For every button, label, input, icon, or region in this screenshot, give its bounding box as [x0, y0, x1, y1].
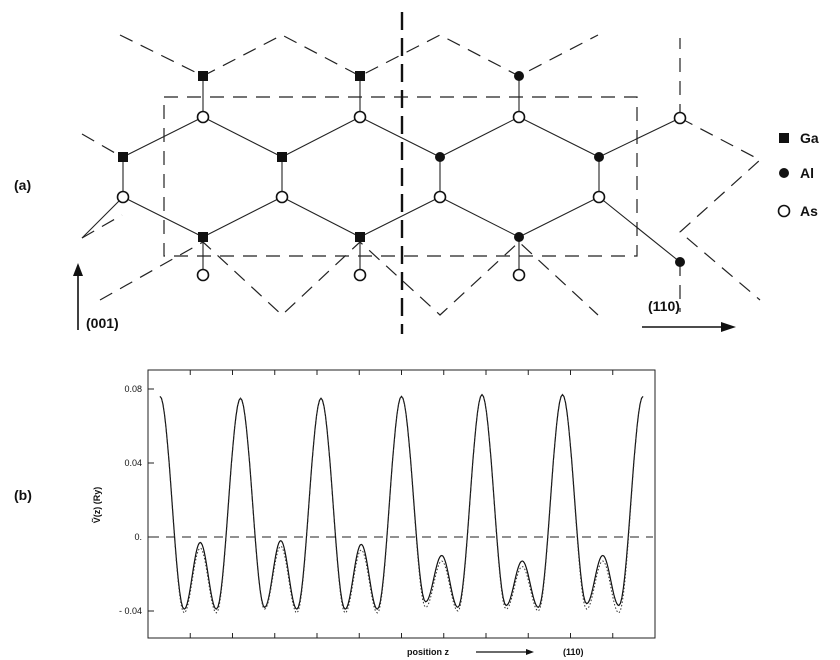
legend-al-label: Al [800, 165, 814, 181]
al-atom [435, 152, 445, 162]
axis-001-label: (001) [86, 315, 119, 331]
ga-atom [277, 152, 287, 162]
ga-atom [198, 71, 208, 81]
as-atom [592, 190, 606, 204]
as-atom [353, 110, 367, 124]
x-axis-label: position z [407, 647, 449, 657]
y-axis: 0.08 0.04 0. - 0.04 [119, 370, 614, 638]
panel-a: (a) [14, 12, 819, 334]
as-atom [512, 268, 526, 282]
series-2-line [159, 393, 644, 614]
ga-atoms [118, 71, 365, 242]
plot-frame [147, 369, 656, 639]
y-tick-label: 0.04 [124, 458, 142, 468]
as-atom [196, 110, 210, 124]
series-1-line [159, 393, 644, 610]
arrow-110: (110) [642, 298, 736, 332]
as-atom [433, 190, 447, 204]
x-axis-direction: (110) [563, 647, 584, 657]
panel-a-label: (a) [14, 177, 31, 193]
arrow-001: (001) [73, 263, 119, 331]
y-tick-label: - 0.04 [119, 606, 142, 616]
al-atom [514, 71, 524, 81]
unit-cell-box [163, 96, 638, 257]
as-atoms [116, 110, 687, 282]
y-tick-label: 0.08 [124, 384, 142, 394]
y-axis-label: Ṽ(z) (Ry) [92, 487, 102, 524]
al-atom [675, 257, 685, 267]
ga-atom [118, 152, 128, 162]
dashed-network [81, 34, 762, 316]
as-atom [353, 268, 367, 282]
legend-al-marker [779, 168, 789, 178]
legend-ga-marker [779, 133, 789, 143]
ga-atom [355, 71, 365, 81]
legend-as-marker [777, 204, 791, 218]
panel-b-label: (b) [14, 487, 32, 503]
as-atom [275, 190, 289, 204]
panel-b: (b) 0.08 0.04 0. - 0.04 Ṽ(z) (Ry) position… [14, 369, 656, 657]
legend-as-label: As [800, 203, 818, 219]
as-atom [673, 111, 687, 125]
y-tick-label: 0. [134, 532, 142, 542]
ga-atom [355, 232, 365, 242]
axis-110-label: (110) [648, 298, 680, 314]
al-atoms [435, 71, 685, 267]
legend: Ga Al As [777, 130, 819, 219]
bonds [81, 76, 681, 275]
al-atom [594, 152, 604, 162]
as-atom [512, 110, 526, 124]
al-atom [514, 232, 524, 242]
legend-ga-label: Ga [800, 130, 819, 146]
x-axis-arrow [476, 649, 534, 655]
ga-atom [198, 232, 208, 242]
as-atom [116, 190, 130, 204]
as-atom [196, 268, 210, 282]
